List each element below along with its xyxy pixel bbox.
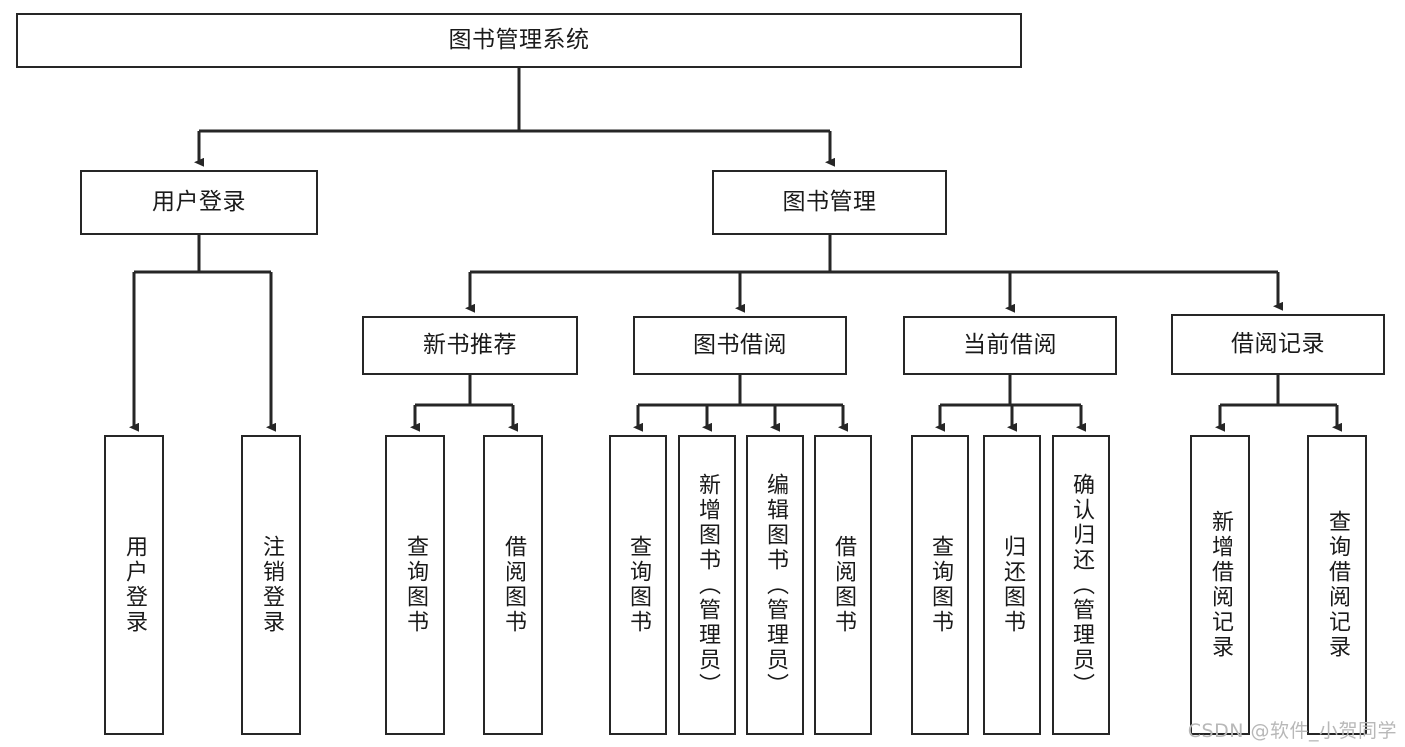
node-current-borrow[interactable]: 当前借阅	[903, 316, 1117, 375]
leaf-return-book-label: 归还图书	[1000, 535, 1025, 635]
node-book-management[interactable]: 图书管理	[712, 170, 947, 235]
leaf-newbook-query-book-label: 查询图书	[403, 535, 428, 635]
node-user-login-label: 用户登录	[152, 188, 246, 215]
leaf-borrow-book-label: 借阅图书	[831, 535, 856, 635]
node-book-management-label: 图书管理	[782, 188, 877, 215]
node-root[interactable]: 图书管理系统	[16, 13, 1022, 68]
leaf-add-book-admin-label: 新增图书（管理员）	[695, 472, 720, 698]
leaf-confirm-return-admin[interactable]: 确认归还（管理员）	[1052, 435, 1110, 735]
node-new-book-recommend[interactable]: 新书推荐	[362, 316, 578, 375]
leaf-query-borrow-record[interactable]: 查询借阅记录	[1307, 435, 1367, 735]
leaf-edit-book-admin[interactable]: 编辑图书（管理员）	[746, 435, 804, 735]
node-root-label: 图书管理系统	[448, 26, 590, 53]
node-book-borrow-label: 图书借阅	[693, 331, 787, 358]
leaf-add-book-admin[interactable]: 新增图书（管理员）	[678, 435, 736, 735]
leaf-borrow-book[interactable]: 借阅图书	[814, 435, 872, 735]
node-current-borrow-label: 当前借阅	[963, 331, 1057, 358]
node-user-login[interactable]: 用户登录	[80, 170, 318, 235]
leaf-borrow-query-book[interactable]: 查询图书	[609, 435, 667, 735]
leaf-newbook-query-book[interactable]: 查询图书	[385, 435, 445, 735]
leaf-newbook-borrow-book[interactable]: 借阅图书	[483, 435, 543, 735]
watermark: CSDN @软件_小贺同学	[1187, 720, 1397, 742]
leaf-current-query-book-label: 查询图书	[928, 535, 953, 635]
leaf-user-login[interactable]: 用户登录	[104, 435, 164, 735]
leaf-logout-label: 注销登录	[259, 535, 284, 635]
node-borrow-record-label: 借阅记录	[1231, 330, 1325, 357]
leaf-query-borrow-record-label: 查询借阅记录	[1325, 510, 1350, 660]
leaf-edit-book-admin-label: 编辑图书（管理员）	[763, 472, 788, 698]
node-book-borrow[interactable]: 图书借阅	[633, 316, 847, 375]
leaf-add-borrow-record[interactable]: 新增借阅记录	[1190, 435, 1250, 735]
node-new-book-recommend-label: 新书推荐	[423, 331, 517, 358]
leaf-add-borrow-record-label: 新增借阅记录	[1208, 510, 1233, 660]
leaf-logout[interactable]: 注销登录	[241, 435, 301, 735]
leaf-newbook-borrow-book-label: 借阅图书	[501, 535, 526, 635]
node-borrow-record[interactable]: 借阅记录	[1171, 314, 1385, 375]
leaf-user-login-label: 用户登录	[122, 535, 147, 635]
leaf-borrow-query-book-label: 查询图书	[626, 535, 651, 635]
leaf-confirm-return-admin-label: 确认归还（管理员）	[1069, 472, 1094, 698]
leaf-current-query-book[interactable]: 查询图书	[911, 435, 969, 735]
leaf-return-book[interactable]: 归还图书	[983, 435, 1041, 735]
